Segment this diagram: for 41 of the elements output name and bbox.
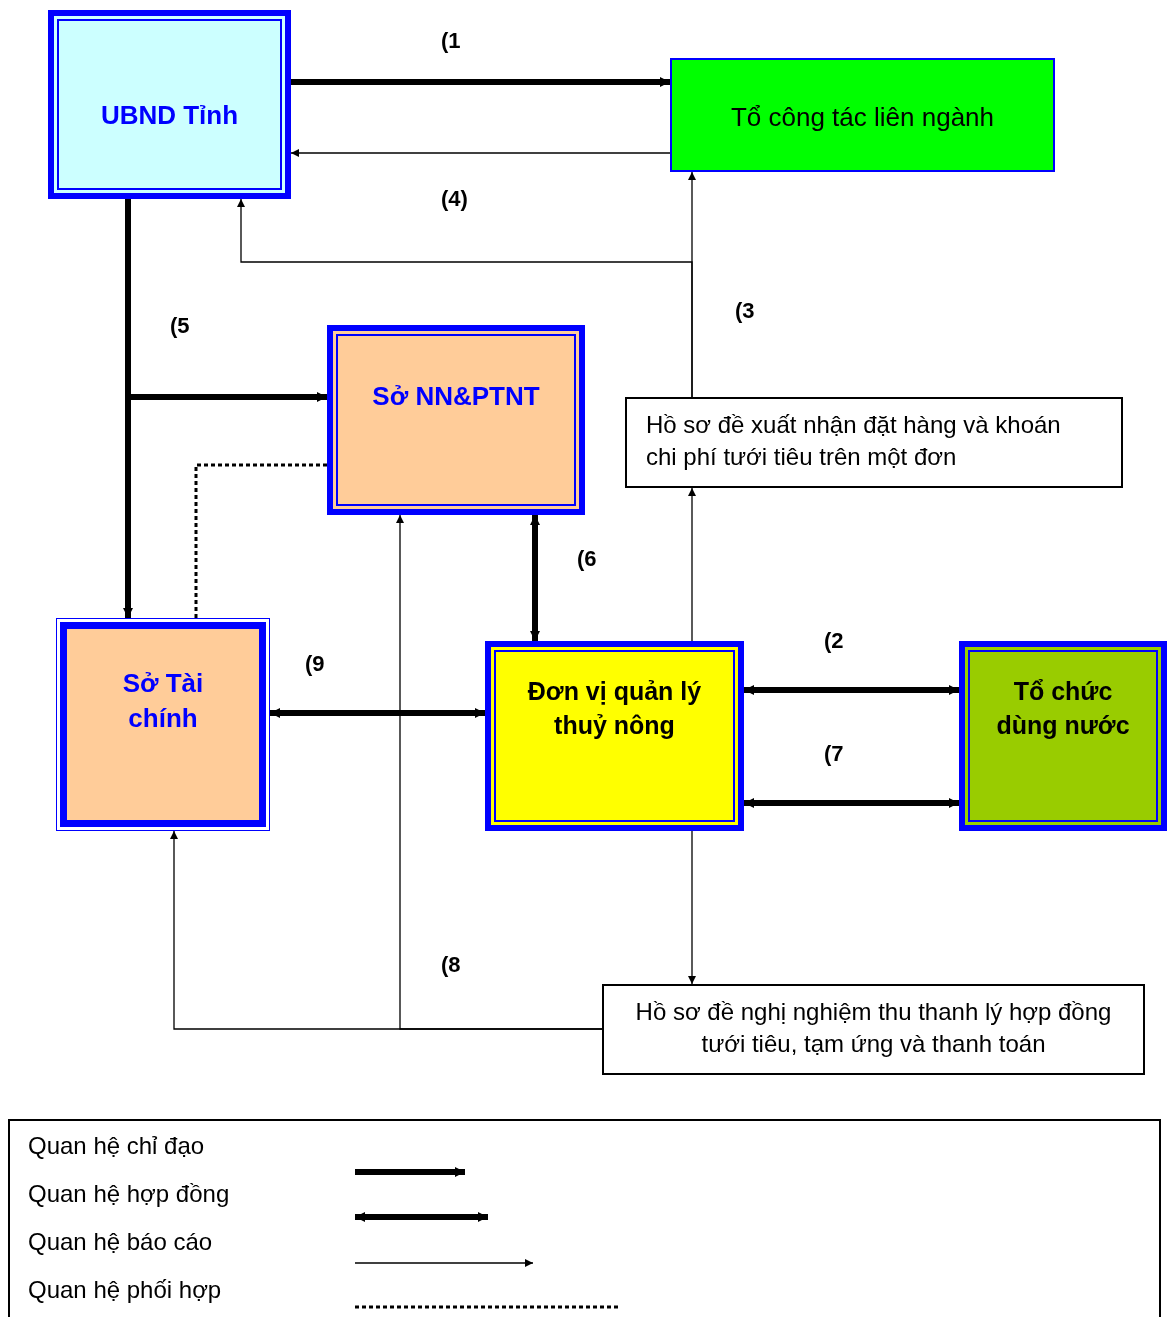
organization-box [485,641,744,831]
node-label: Sở NN&PTNT [371,380,541,413]
callout-number: (2 [824,628,844,654]
arrow [396,514,603,1030]
callout-number: (3 [735,298,755,324]
legend-label: Quan hệ phối hợp [28,1276,222,1304]
callout-number: (6 [577,546,597,572]
organization-box [56,618,270,831]
callout-number: (5 [170,313,190,339]
node-label: Tổ chức dùng nước [995,676,1131,741]
arrow [290,149,671,157]
node-label: Tổ công tác liên ngành [729,101,996,134]
arrow [688,830,696,985]
node-label: Sở Tài chính [121,667,205,736]
document-box [602,984,1145,1075]
dotted-connector [194,463,327,618]
organization-box [48,10,291,199]
arrow [270,708,485,718]
arrow [123,199,133,618]
node-label: Hồ sơ đề xuất nhận đặt hàng và khoán chi phí tưới tiêu trên một đơn [646,410,1061,473]
callout-number: (9 [305,651,325,677]
arrow [688,171,696,398]
callout-number: (8 [441,952,461,978]
arrow [744,798,959,808]
organization-box [327,325,585,515]
arrow [530,515,540,641]
arrow [291,77,670,87]
legend-label: Quan hệ hợp đồng [28,1180,230,1208]
organization-box [670,58,1055,172]
legend-label: Quan hệ chỉ đạo [28,1132,205,1160]
node-label: Hồ sơ đề nghị nghiệm thu thanh lý hợp đồng tưới tiêu, tạm ứng và thanh toán [634,997,1113,1060]
callout-number: (1 [441,28,461,54]
node-label: UBND Tỉnh [99,99,240,132]
legend-label: Quan hệ báo cáo [28,1228,213,1256]
node-label: Đơn vị quản lý thuỷ nông [526,676,703,741]
arrow [744,685,959,695]
organization-box [959,641,1167,831]
arrow [688,487,696,642]
callout-number: (4) [441,186,468,212]
callout-number: (7 [824,741,844,767]
document-box [625,397,1123,488]
